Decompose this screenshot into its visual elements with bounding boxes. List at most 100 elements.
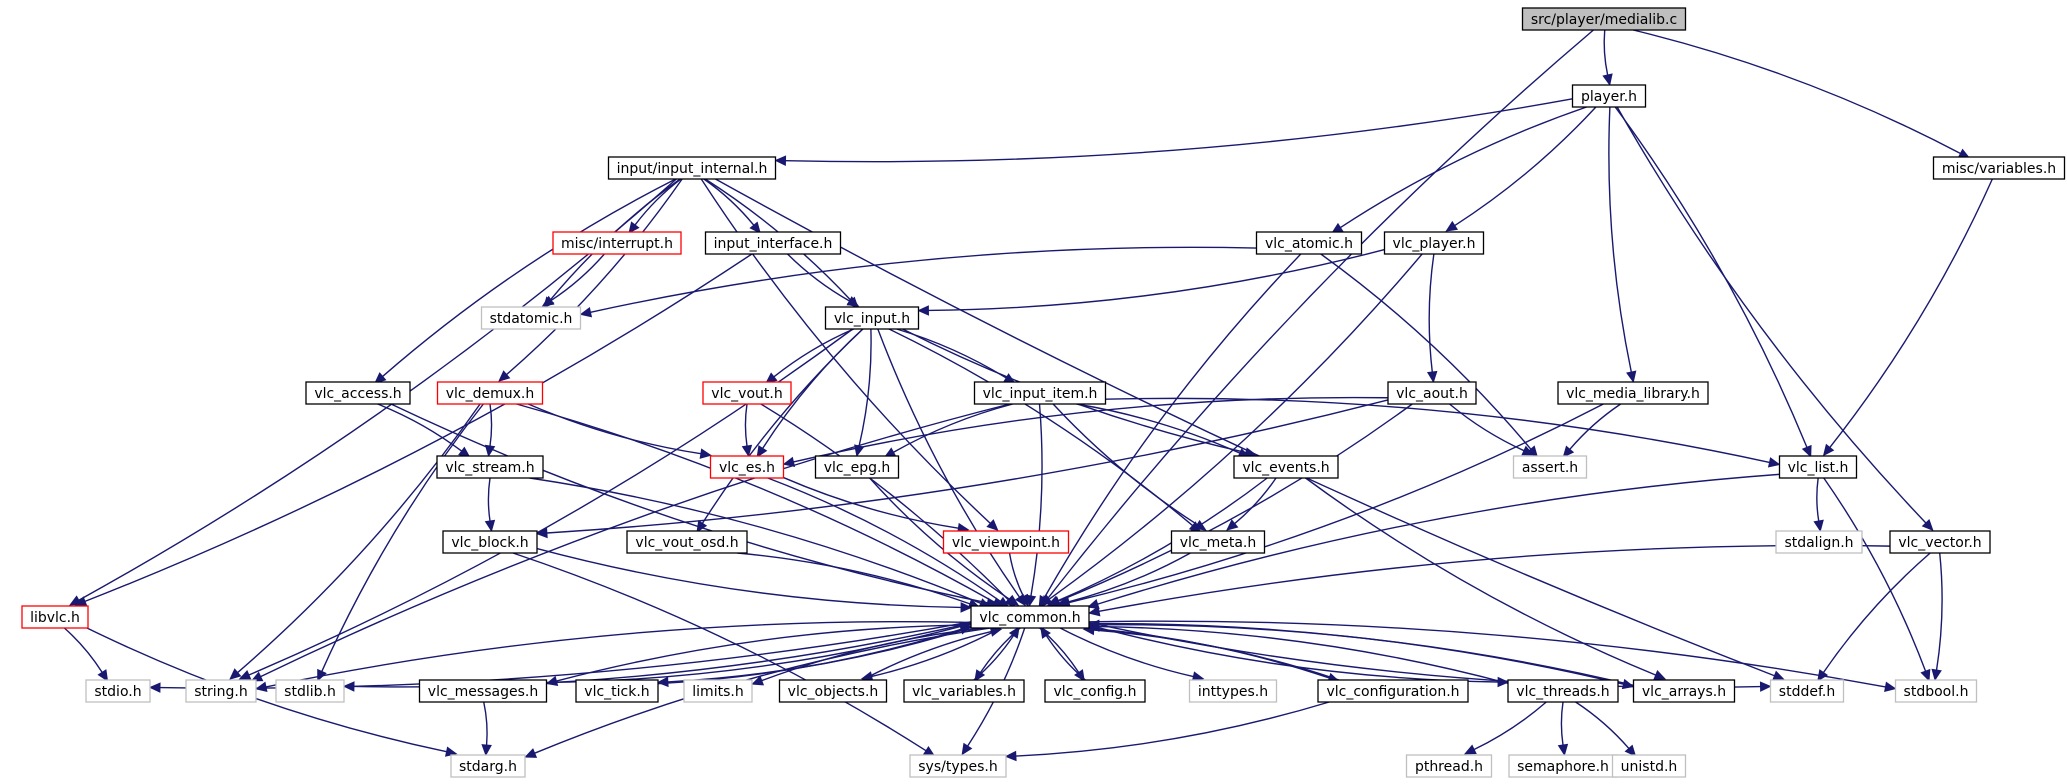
edge-line	[973, 635, 1015, 681]
node-misc-variables[interactable]: misc/variables.h	[1932, 156, 2066, 180]
node-misc-interrupt[interactable]: misc/interrupt.h	[552, 231, 682, 255]
edge-arrowhead	[917, 305, 929, 316]
edge-vlc_media_library-to-vlc_common	[1058, 403, 1604, 608]
node-vlc-messages[interactable]: vlc_messages.h	[418, 679, 548, 703]
node-label: vlc_arrays.h	[1642, 684, 1726, 700]
node-vlc-list[interactable]: vlc_list.h	[1778, 455, 1858, 479]
node-box	[909, 754, 1007, 778]
node-input-interface[interactable]: input_interface.h	[704, 231, 842, 255]
edge-player_h-to-vlc_atomic	[1331, 106, 1587, 234]
edge-arrowhead	[1767, 457, 1781, 468]
edge-arrowhead	[1822, 443, 1835, 457]
edge-arrowhead	[1008, 626, 1020, 639]
node-vlc-variables[interactable]: vlc_variables.h	[903, 679, 1025, 703]
node-box	[1188, 679, 1278, 703]
node-box	[552, 231, 682, 255]
node-vlc-epg[interactable]: vlc_epg.h	[814, 455, 900, 479]
edge-line	[1234, 477, 1277, 525]
node-vlc-es[interactable]: vlc_es.h	[709, 455, 785, 479]
node-box	[1512, 455, 1588, 479]
edge-line	[1935, 552, 1943, 671]
node-box	[1889, 530, 1991, 554]
node-vlc-vector[interactable]: vlc_vector.h	[1889, 530, 1991, 554]
node-box	[778, 679, 888, 703]
edge-arrowhead	[1006, 594, 1020, 606]
edge-medialib-to-misc_variables	[1632, 29, 1971, 159]
edge-line	[1015, 701, 1330, 757]
node-vlc-input[interactable]: vlc_input.h	[824, 306, 920, 330]
node-vlc-viewpoint[interactable]: vlc_viewpoint.h	[942, 530, 1070, 554]
node-box	[1170, 530, 1266, 554]
edge-line	[767, 477, 1001, 602]
edge-line	[1822, 552, 1931, 673]
node-input-internal[interactable]: input/input_internal.h	[607, 156, 777, 180]
edge-arrowhead	[229, 668, 242, 680]
edge-vlc_demux-to-stdlib	[317, 403, 484, 682]
edge-line	[1616, 106, 1927, 524]
node-label: vlc_threads.h	[1516, 684, 1609, 700]
node-box	[1387, 381, 1477, 405]
node-vlc-configuration[interactable]: vlc_configuration.h	[1317, 679, 1469, 703]
node-label: vlc_stream.h	[445, 460, 534, 476]
node-label: vlc_atomic.h	[1265, 236, 1353, 252]
node-vlc-objects[interactable]: vlc_objects.h	[778, 679, 888, 703]
edge-line	[1632, 29, 1961, 155]
node-box	[305, 381, 411, 405]
node-vlc-media-library[interactable]: vlc_media_library.h	[1557, 381, 1709, 405]
node-vlc-vout[interactable]: vlc_vout.h	[702, 381, 792, 405]
node-vlc-config[interactable]: vlc_config.h	[1044, 679, 1146, 703]
edge-line	[1083, 627, 1330, 679]
edge-arrowhead	[97, 669, 109, 682]
node-vlc-block[interactable]: vlc_block.h	[442, 530, 538, 554]
node-player-h[interactable]: player.h	[1571, 84, 1647, 108]
edge-arrowhead	[1602, 73, 1613, 86]
node-libvlc[interactable]: libvlc.h	[21, 605, 89, 629]
node-vlc-aout[interactable]: vlc_aout.h	[1387, 381, 1477, 405]
edge-line	[793, 396, 1389, 463]
edge-arrowhead	[545, 675, 559, 687]
edge-line	[871, 627, 1002, 678]
node-vlc-arrays[interactable]: vlc_arrays.h	[1632, 679, 1736, 703]
node-vlc-demux[interactable]: vlc_demux.h	[436, 381, 544, 405]
edge-player_h-to-vlc_player	[1445, 106, 1597, 232]
node-label: vlc_vout.h	[711, 386, 782, 402]
edge-arrowhead	[254, 681, 268, 692]
node-label: misc/interrupt.h	[561, 236, 673, 252]
node-medialib[interactable]: src/player/medialib.c	[1521, 7, 1687, 31]
edge-arrowhead	[751, 675, 765, 686]
node-box	[1557, 381, 1709, 405]
edge-line	[1473, 701, 1547, 751]
edge-line	[590, 246, 1257, 313]
node-vlc-meta[interactable]: vlc_meta.h	[1170, 530, 1266, 554]
node-box	[607, 156, 777, 180]
node-box	[1932, 156, 2066, 180]
node-vlc-tick[interactable]: vlc_tick.h	[575, 679, 659, 703]
node-vlc-threads[interactable]: vlc_threads.h	[1507, 679, 1619, 703]
edge-arrowhead	[1040, 594, 1053, 606]
edge-line	[1614, 106, 1808, 448]
node-vlc-common[interactable]: vlc_common.h	[970, 605, 1090, 629]
node-inttypes: inttypes.h	[1188, 679, 1278, 703]
edge-line	[260, 403, 1010, 678]
edge-arrowhead	[1557, 743, 1569, 757]
node-vlc-vout-osd[interactable]: vlc_vout_osd.h	[626, 530, 748, 554]
edge-vlc_input-to-vlc_vout	[765, 328, 854, 384]
edge-vlc_demux-to-vlc_stream	[484, 403, 496, 458]
node-box	[450, 754, 526, 778]
edge-input_internal-to-vlc_viewpoint	[700, 178, 999, 531]
edge-line	[377, 403, 463, 452]
edge-vlc_common-to-vlc_messages	[545, 624, 972, 687]
edge-player_h-to-input_internal	[774, 98, 1573, 166]
node-vlc-player[interactable]: vlc_player.h	[1383, 231, 1485, 255]
node-vlc-access[interactable]: vlc_access.h	[305, 381, 411, 405]
edge-line	[489, 403, 493, 447]
edge-vlc_common-to-stdarg	[524, 627, 991, 758]
node-vlc-events[interactable]: vlc_events.h	[1233, 455, 1339, 479]
node-vlc-atomic[interactable]: vlc_atomic.h	[1255, 231, 1363, 255]
edge-arrowhead	[74, 596, 88, 607]
node-vlc-input-item[interactable]: vlc_input_item.h	[973, 381, 1107, 405]
edge-line	[483, 701, 488, 746]
node-vlc-stream[interactable]: vlc_stream.h	[436, 455, 544, 479]
edge-arrowhead	[1624, 744, 1637, 757]
edge-vlc_input_item-to-vlc_common	[1025, 403, 1043, 608]
